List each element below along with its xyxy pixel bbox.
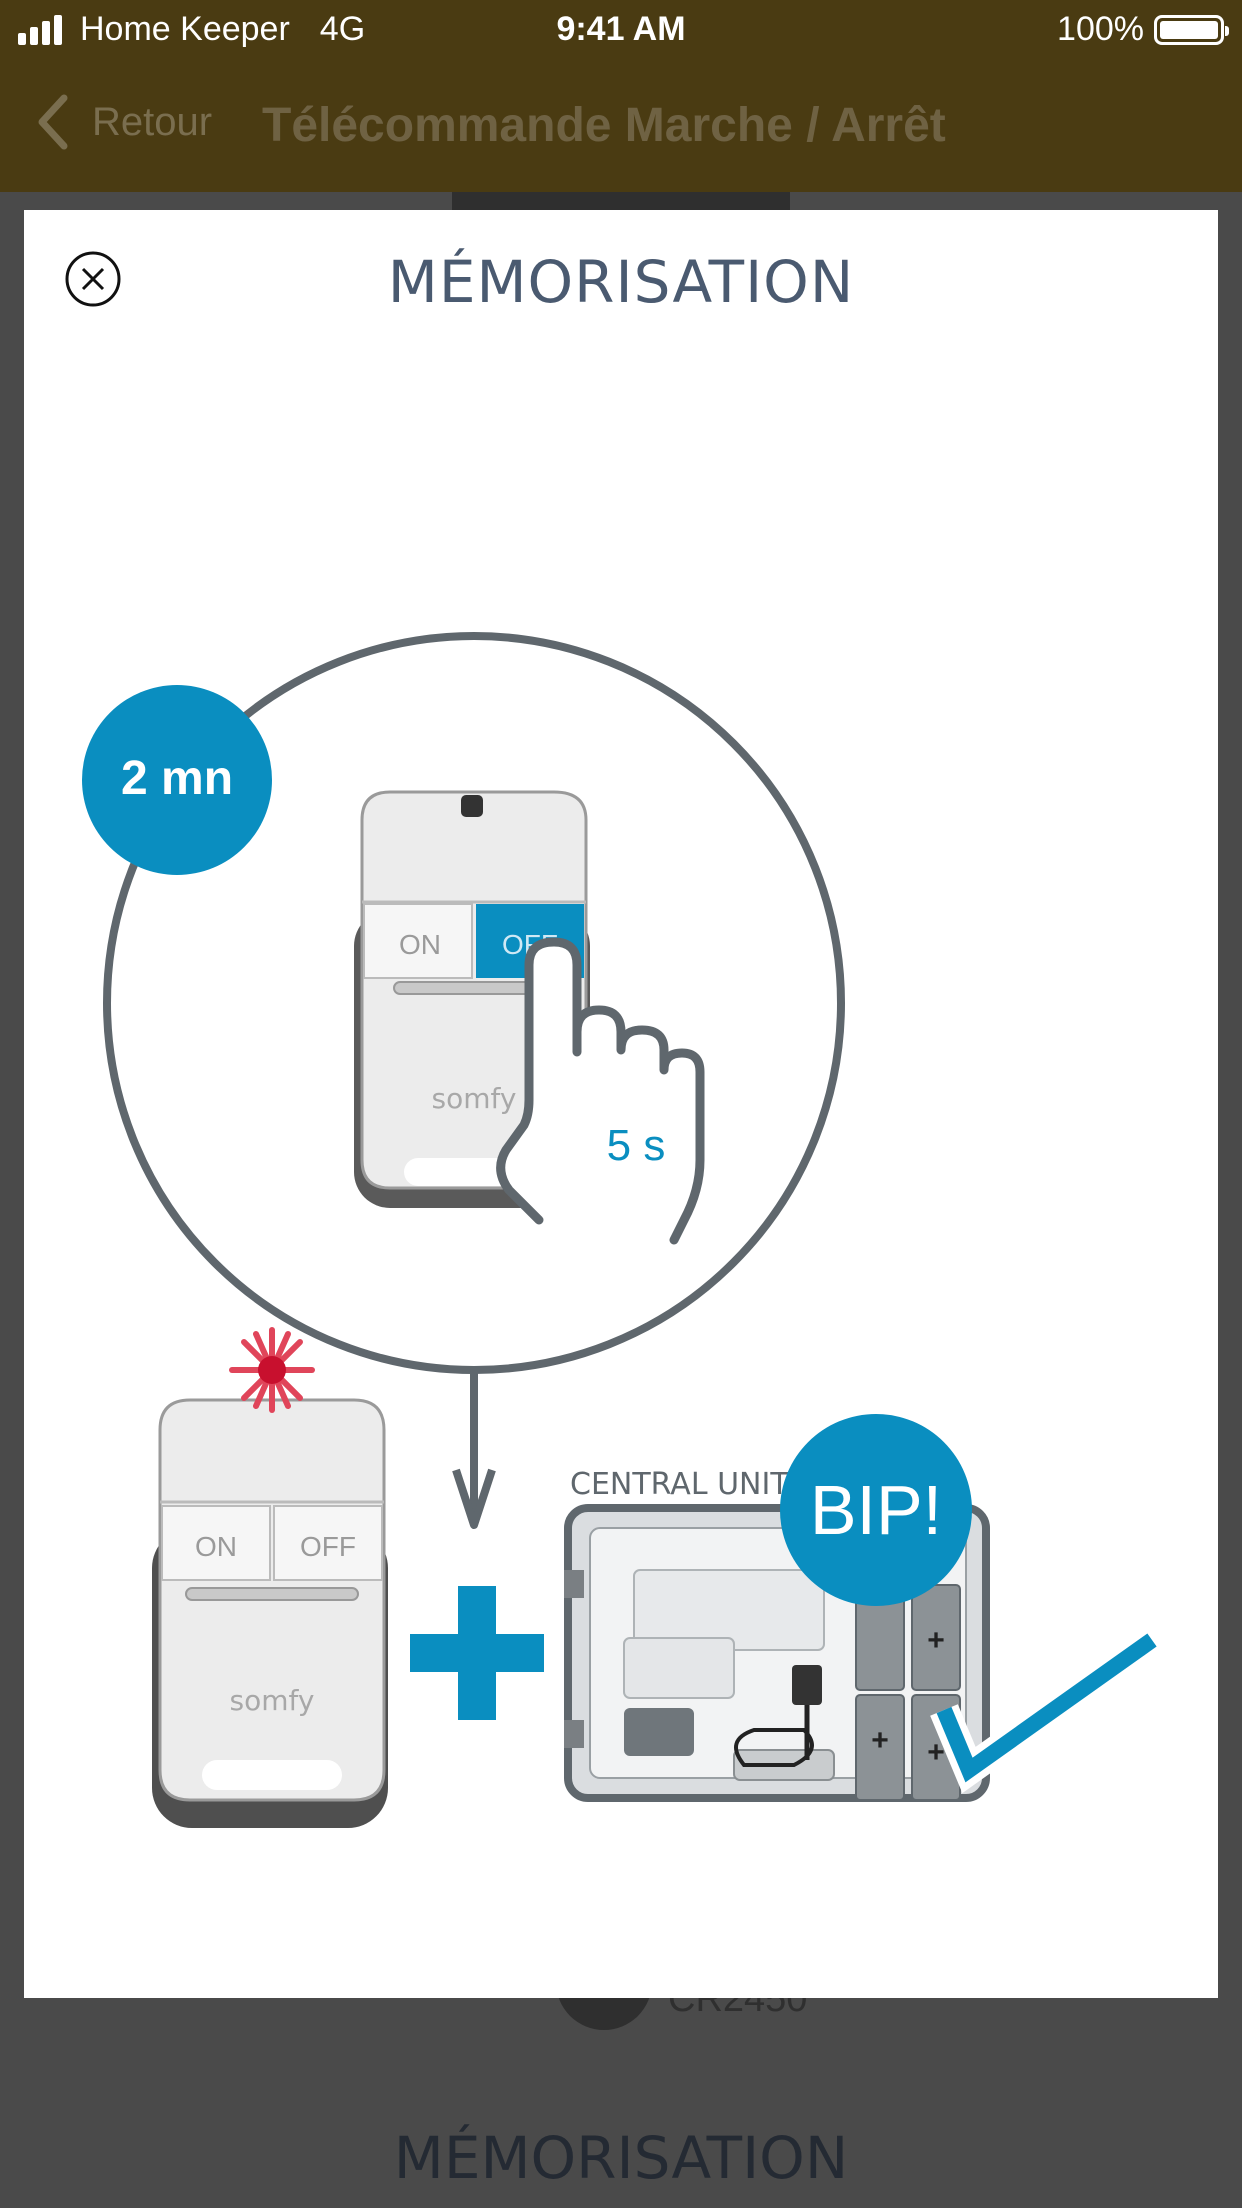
bip-label: BIP! — [810, 1471, 942, 1549]
svg-text:+: + — [871, 1724, 889, 1757]
status-left: Home Keeper 4G — [18, 10, 365, 49]
battery-icon — [1154, 14, 1229, 45]
remote-bottom: ON OFF somfy — [152, 1398, 388, 1828]
signal-icon — [18, 14, 62, 45]
top-remote-brand: somfy — [432, 1082, 517, 1115]
zoom-circle — [103, 632, 845, 1374]
background-heading: MÉMORISATION — [393, 2124, 849, 2192]
chevron-left-icon — [38, 94, 68, 150]
central-unit-label: CENTRAL UNIT — [570, 1467, 789, 1502]
arrow-down-icon — [452, 1372, 496, 1529]
background-remote-image — [452, 192, 790, 212]
bottom-remote-on-label: ON — [195, 1531, 237, 1562]
top-remote-on-label: ON — [399, 929, 441, 960]
status-bar: Home Keeper 4G 9:41 AM 100% — [0, 0, 1242, 62]
bottom-remote-brand: somfy — [230, 1684, 315, 1717]
battery-percent: 100% — [1057, 10, 1144, 48]
memorisation-illustration: ON OFF somfy 5 s 2 mn ON — [82, 632, 1161, 1828]
timer-badge-label: 2 mn — [121, 752, 233, 805]
clock: 9:41 AM — [556, 10, 686, 48]
status-right: 100% — [1057, 10, 1229, 49]
memorisation-modal: MÉMORISATION ON OFF somfy 5 s 2 mn — [24, 210, 1218, 1998]
carrier-name: Home Keeper — [80, 10, 290, 48]
pointing-hand-icon: 5 s — [496, 937, 705, 1245]
svg-text:+: + — [927, 1624, 945, 1657]
press-duration-label: 5 s — [607, 1121, 666, 1170]
led-flash-icon — [229, 1327, 315, 1413]
svg-text:+: + — [927, 1736, 945, 1769]
back-label: Retour — [92, 99, 213, 144]
plus-icon — [410, 1586, 544, 1720]
checkmark-icon — [930, 1627, 1161, 1794]
close-icon — [65, 251, 121, 307]
network-type: 4G — [319, 10, 366, 48]
timer-badge: 2 mn — [82, 685, 272, 875]
central-unit: CENTRAL UNIT + + + BIP! — [564, 1414, 990, 1802]
page-title: Télécommande Marche / Arrêt — [262, 99, 946, 152]
bottom-remote-off-label: OFF — [300, 1531, 356, 1562]
close-button[interactable] — [64, 250, 122, 308]
back-button[interactable]: Retour — [34, 92, 212, 152]
modal-title: MÉMORISATION — [387, 248, 855, 316]
navigation-bar: Retour Télécommande Marche / Arrêt — [0, 62, 1242, 192]
